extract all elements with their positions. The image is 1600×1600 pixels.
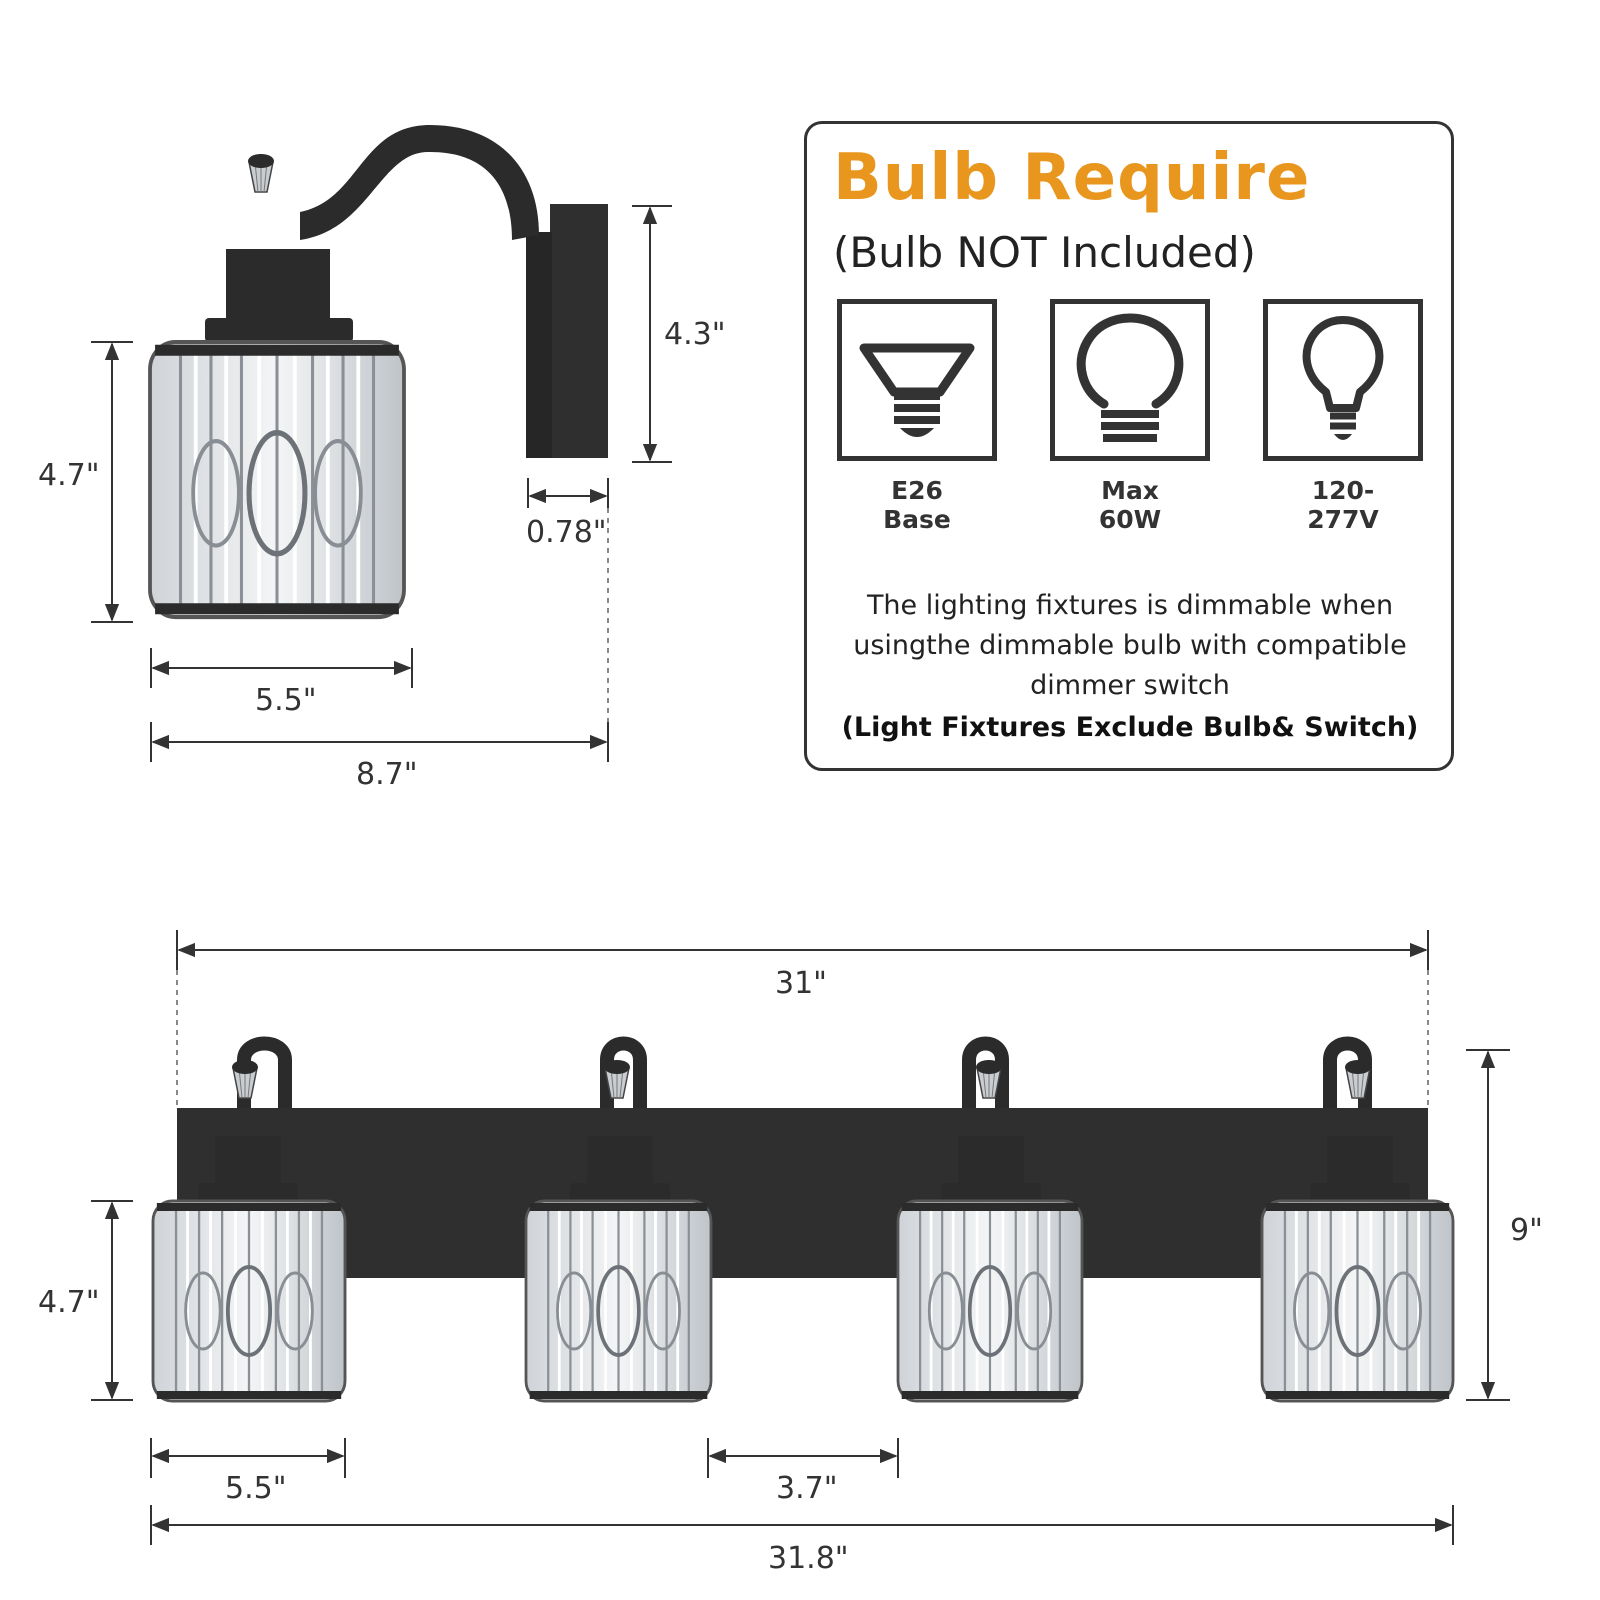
side-crystal-shade	[150, 342, 404, 617]
voltage-label: 120-277V	[1307, 476, 1379, 534]
panel-subtitle: (Bulb NOT Included)	[833, 228, 1256, 277]
front-backplate-length-label: 31"	[775, 966, 827, 1001]
fixture-1	[151, 1036, 347, 1403]
fixture-3	[896, 1036, 1084, 1403]
front-crystal-shade	[524, 1199, 713, 1403]
fixture-4	[1260, 1036, 1455, 1403]
fixture-2	[524, 1036, 713, 1403]
vanity-light-front-view	[151, 1036, 1455, 1403]
side-backplate	[550, 204, 608, 458]
front-dimension-lines	[91, 930, 1510, 1545]
sconce-arm	[300, 125, 539, 240]
max-watt-spec-box	[1050, 299, 1210, 461]
e26-base-spec-box	[837, 299, 997, 461]
side-backplate-thickness-label: 0.78"	[526, 515, 607, 550]
front-crystal-shade	[151, 1199, 347, 1403]
panel-title: Bulb Require	[833, 141, 1311, 215]
dimmable-note: The lighting fixtures is dimmable when u…	[853, 590, 1407, 701]
side-shade-width-label: 5.5"	[255, 683, 317, 718]
exclude-note: (Light Fixtures Exclude Bulb& Switch)	[841, 712, 1419, 743]
a19-bulb-icon	[1302, 316, 1384, 440]
voltage-spec-box	[1263, 299, 1423, 461]
single-sconce-side-view	[150, 125, 608, 617]
front-shade-gap-label: 3.7"	[776, 1471, 838, 1506]
round-bulb-icon	[1076, 313, 1184, 442]
side-backplate-height-label: 4.3"	[664, 317, 726, 352]
front-shade-width-label: 5.5"	[225, 1471, 287, 1506]
side-height-label: 4.7"	[38, 458, 100, 493]
front-backplate	[177, 1108, 1428, 1278]
side-depth-label: 8.7"	[356, 757, 418, 792]
front-shade-height-label: 4.7"	[38, 1285, 100, 1320]
side-dimension-lines	[91, 205, 672, 762]
sconce-socket-cap	[226, 249, 330, 321]
front-total-height-label: 9"	[1510, 1213, 1543, 1248]
front-total-length-label: 31.8"	[768, 1541, 849, 1576]
par-bulb-icon	[859, 343, 975, 437]
front-crystal-shade	[896, 1199, 1084, 1403]
front-crystal-shade	[1260, 1199, 1455, 1403]
